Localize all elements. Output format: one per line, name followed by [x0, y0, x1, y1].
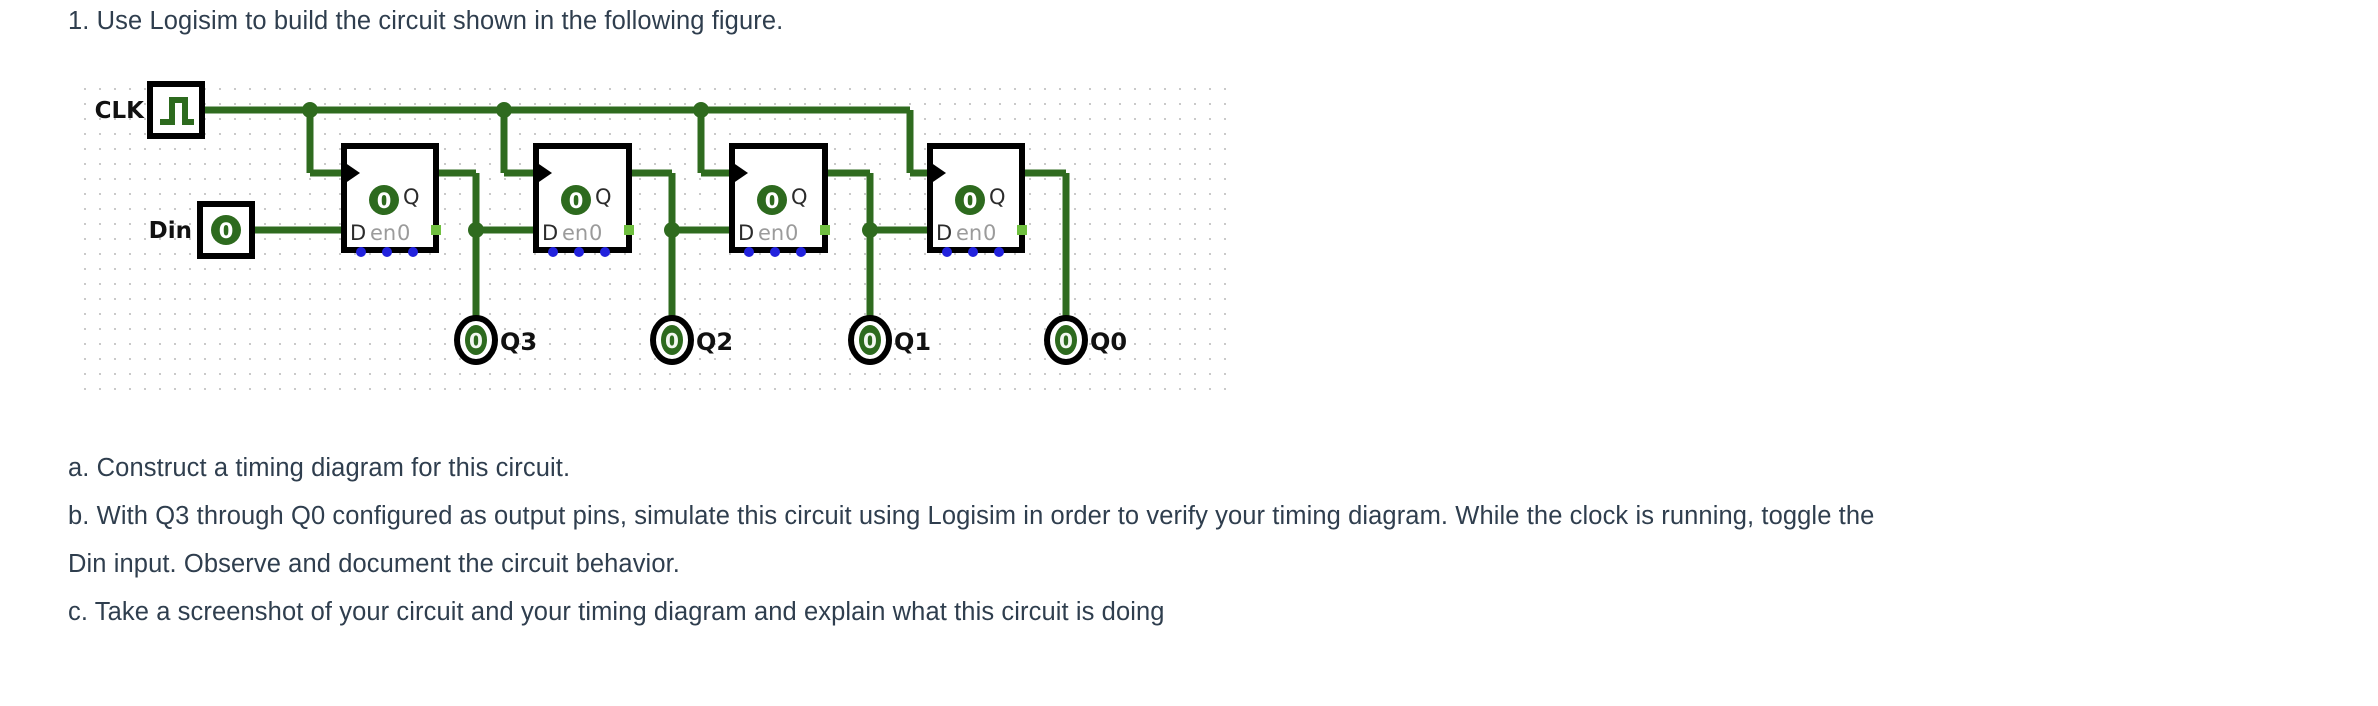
dff-ff3-bottom-pin-1[interactable]	[356, 247, 366, 257]
dff-ff1-value-badge	[757, 185, 787, 215]
junction-clk-ff2	[496, 102, 512, 118]
logisim-circuit-figure: CLK Din 0 D en 0 Q 0	[84, 81, 1230, 398]
circuit-schematic: CLK Din 0 D en 0 Q 0	[95, 81, 1127, 365]
dff-ff3-clock-triangle-icon	[344, 162, 360, 184]
question-part-a: a. Construct a timing diagram for this c…	[68, 454, 571, 482]
dff-ff0-bottom-pin-3[interactable]	[994, 247, 1004, 257]
dff-ff1-value: 0	[765, 189, 780, 213]
junction-q1-tap	[862, 222, 878, 238]
wire-junction-layer	[302, 102, 878, 238]
dff-ff3-extra-label: 0	[397, 221, 410, 245]
question-part-b-line1: b. With Q3 through Q0 configured as outp…	[68, 502, 1875, 530]
dff-ff2-extra-label: 0	[589, 221, 602, 245]
din-pin[interactable]: Din 0	[149, 201, 255, 259]
dff-ff3-bottom-pin-2[interactable]	[382, 247, 392, 257]
dff-ff2-bottom-pin-2[interactable]	[574, 247, 584, 257]
dff-ff0-q-label: Q	[989, 185, 1006, 209]
dff-ff3-qnot-stub	[431, 225, 441, 235]
dff-ff2[interactable]: D en 0 Q 0	[533, 143, 634, 257]
junction-q3-tap	[468, 222, 484, 238]
dff-ff2-clock-triangle-icon	[536, 162, 552, 184]
junction-clk-ff1	[693, 102, 709, 118]
output-pin-q2[interactable]: 0 Q2	[650, 315, 733, 365]
dff-ff3-value: 0	[377, 189, 392, 213]
dff-ff2-bottom-pin-1[interactable]	[548, 247, 558, 257]
output-pin-q1-value-badge	[859, 325, 881, 355]
dff-ff3-d-label: D	[350, 221, 366, 245]
dff-ff1-d-label: D	[738, 221, 754, 245]
question-part-b-line2: Din input. Observe and document the circ…	[68, 550, 680, 578]
dff-ff2-qnot-stub	[624, 225, 634, 235]
dff-ff0-en-label: en	[956, 221, 982, 245]
question-part-c: c. Take a screenshot of your circuit and…	[68, 598, 1165, 626]
junction-clk-ff3	[302, 102, 318, 118]
dff-ff0-d-label: D	[936, 221, 952, 245]
din-pin-label: Din	[149, 218, 192, 244]
output-pin-q3-value-badge	[465, 325, 487, 355]
clock-waveform-icon	[160, 97, 194, 125]
dff-ff1-q-label: Q	[791, 185, 808, 209]
output-pin-q0-label: Q0	[1090, 328, 1127, 356]
junction-q2-tap	[664, 222, 680, 238]
dff-ff0-value: 0	[963, 189, 978, 213]
dff-ff2-en-label: en	[562, 221, 588, 245]
dff-ff0-bottom-pin-2[interactable]	[968, 247, 978, 257]
dff-ff0-bottom-pin-1[interactable]	[942, 247, 952, 257]
output-pin-q0-value: 0	[1059, 329, 1073, 353]
output-pin-q1[interactable]: 0 Q1	[848, 315, 931, 365]
dff-ff1-extra-label: 0	[785, 221, 798, 245]
dff-ff1-bottom-pin-2[interactable]	[770, 247, 780, 257]
output-pin-q0-value-badge	[1055, 325, 1077, 355]
din-pin-value: 0	[219, 219, 234, 243]
dff-ff2-d-label: D	[542, 221, 558, 245]
dff-ff3-q-label: Q	[403, 185, 420, 209]
din-pin-value-badge	[211, 215, 241, 245]
dff-ff0-clock-triangle-icon	[930, 162, 946, 184]
clk-pin-body[interactable]	[147, 81, 205, 139]
dff-ff3-bottom-pin-3[interactable]	[408, 247, 418, 257]
dff-ff3-value-badge	[369, 185, 399, 215]
dff-ff1-clock-triangle-icon	[732, 162, 748, 184]
dff-ff0-qnot-stub	[1017, 225, 1027, 235]
dff-ff1-bottom-pin-1[interactable]	[744, 247, 754, 257]
output-pin-q2-label: Q2	[696, 328, 733, 356]
output-pin-q0[interactable]: 0 Q0	[1044, 315, 1127, 365]
dff-ff2-value-badge	[561, 185, 591, 215]
question-title: 1. Use Logisim to build the circuit show…	[68, 7, 784, 35]
dff-ff3-en-label: en	[370, 221, 396, 245]
dff-ff1-bottom-pin-3[interactable]	[796, 247, 806, 257]
dff-ff2-q-label: Q	[595, 185, 612, 209]
dff-ff0-extra-label: 0	[983, 221, 996, 245]
output-pin-q1-label: Q1	[894, 328, 931, 356]
dff-ff3[interactable]: D en 0 Q 0	[341, 143, 441, 257]
output-pin-q1-value: 0	[863, 329, 877, 353]
dff-ff2-value: 0	[569, 189, 584, 213]
clk-pin[interactable]: CLK	[95, 81, 205, 139]
output-pin-q2-value: 0	[665, 329, 679, 353]
output-pin-q3-value: 0	[469, 329, 483, 353]
clk-pin-label: CLK	[95, 98, 146, 124]
dff-ff2-bottom-pin-3[interactable]	[600, 247, 610, 257]
dff-ff1-en-label: en	[758, 221, 784, 245]
output-pin-q3[interactable]: 0 Q3	[454, 315, 537, 365]
output-pin-q3-label: Q3	[500, 328, 537, 356]
dff-ff1[interactable]: D en 0 Q 0	[729, 143, 830, 257]
dff-ff1-qnot-stub	[820, 225, 830, 235]
dff-ff0[interactable]: D en 0 Q 0	[927, 143, 1027, 257]
dff-ff0-value-badge	[955, 185, 985, 215]
output-pin-q2-value-badge	[661, 325, 683, 355]
